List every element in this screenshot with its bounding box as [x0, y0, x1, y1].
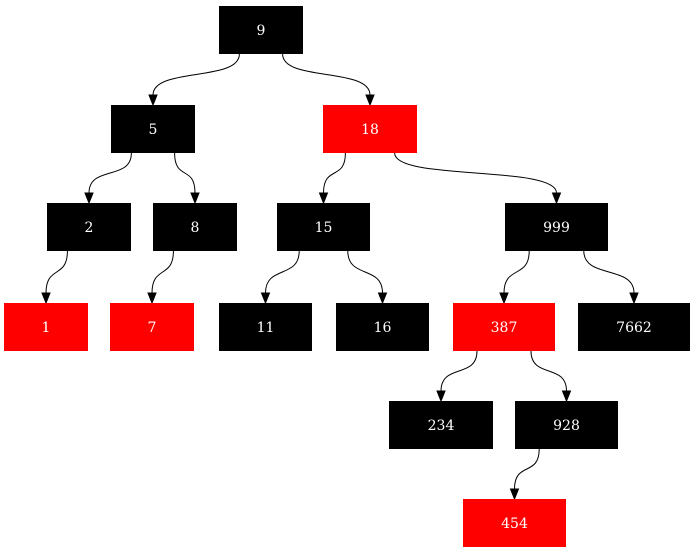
- node-label-18: 18: [361, 122, 379, 138]
- node-label-454: 454: [501, 516, 528, 532]
- edge-n2-n1: [45, 250, 68, 294]
- node-box-7662: [578, 303, 690, 351]
- tree-node-234: 234: [389, 401, 493, 449]
- edge-n387-n234: [440, 350, 478, 392]
- node-label-2: 2: [85, 220, 94, 236]
- edge-n5-n2: [88, 152, 132, 194]
- edge-n387-n928: [530, 350, 567, 392]
- node-box-9: [219, 6, 303, 54]
- node-label-387: 387: [491, 320, 518, 336]
- tree-node-7: 7: [110, 303, 194, 351]
- tree-node-7662: 7662: [578, 303, 690, 351]
- edge-n9-n5: [152, 53, 240, 96]
- tree-node-454: 454: [463, 499, 566, 547]
- arrowhead-n9-n5: [148, 94, 158, 107]
- node-label-234: 234: [428, 418, 455, 434]
- arrowhead-n2-n1: [41, 292, 51, 305]
- edge-n15-n11: [265, 250, 300, 294]
- node-box-1: [4, 303, 88, 351]
- tree-node-11: 11: [219, 303, 312, 351]
- node-box-999: [505, 203, 608, 251]
- node-label-15: 15: [315, 220, 333, 236]
- tree-node-18: 18: [323, 105, 417, 153]
- node-box-15: [277, 203, 370, 251]
- node-label-8: 8: [191, 220, 200, 236]
- node-box-387: [453, 303, 555, 351]
- node-box-234: [389, 401, 493, 449]
- tree-node-16: 16: [336, 303, 429, 351]
- arrowhead-n9-n18: [365, 94, 375, 107]
- node-box-928: [515, 401, 618, 449]
- arrowhead-n18-n15: [318, 192, 329, 205]
- node-label-1: 1: [42, 320, 51, 336]
- node-box-8: [153, 203, 237, 251]
- edge-n9-n18: [282, 53, 371, 96]
- node-box-7: [110, 303, 194, 351]
- arrowhead-n387-n928: [561, 390, 572, 403]
- arrowhead-n387-n234: [436, 390, 446, 403]
- node-label-999: 999: [543, 220, 570, 236]
- tree-node-999: 999: [505, 203, 608, 251]
- tree-node-928: 928: [515, 401, 618, 449]
- arrowhead-n999-n387: [499, 292, 509, 305]
- edge-n8-n7: [151, 250, 174, 294]
- node-label-5: 5: [149, 122, 158, 138]
- arrowhead-n18-n999: [551, 192, 562, 205]
- node-label-11: 11: [257, 320, 275, 336]
- tree-node-5: 5: [111, 105, 195, 153]
- arrowhead-n928-n454: [509, 488, 520, 501]
- edge-n999-n387: [503, 250, 530, 294]
- node-box-5: [111, 105, 195, 153]
- tree-node-15: 15: [277, 203, 370, 251]
- tree-node-1: 1: [4, 303, 88, 351]
- edge-n928-n454: [514, 448, 540, 490]
- arrowhead-n5-n2: [84, 192, 94, 205]
- tree-node-387: 387: [453, 303, 555, 351]
- tree-node-9: 9: [219, 6, 303, 54]
- node-label-7: 7: [148, 320, 157, 336]
- edge-n15-n16: [347, 250, 383, 294]
- arrowhead-n5-n8: [190, 192, 200, 205]
- node-box-11: [219, 303, 312, 351]
- node-label-9: 9: [257, 23, 266, 39]
- node-box-16: [336, 303, 429, 351]
- arrowhead-n999-n7662: [629, 292, 639, 305]
- node-box-454: [463, 499, 566, 547]
- edges-layer: [41, 53, 639, 501]
- edge-n5-n8: [174, 152, 196, 194]
- arrowhead-n15-n16: [377, 292, 388, 305]
- node-label-928: 928: [553, 418, 580, 434]
- node-box-18: [323, 105, 417, 153]
- edge-n18-n15: [323, 152, 346, 194]
- node-label-7662: 7662: [616, 320, 652, 336]
- edge-n999-n7662: [583, 250, 635, 294]
- nodes-layer: 9 5 18 2 8 15 999 1 7 11 16 387 7662 234 928 454: [4, 6, 690, 547]
- node-label-16: 16: [374, 320, 392, 336]
- tree-node-8: 8: [153, 203, 237, 251]
- tree-node-2: 2: [47, 203, 131, 251]
- node-box-2: [47, 203, 131, 251]
- edge-n18-n999: [394, 152, 557, 194]
- arrowhead-n8-n7: [147, 292, 157, 305]
- arrowhead-n15-n11: [260, 292, 271, 305]
